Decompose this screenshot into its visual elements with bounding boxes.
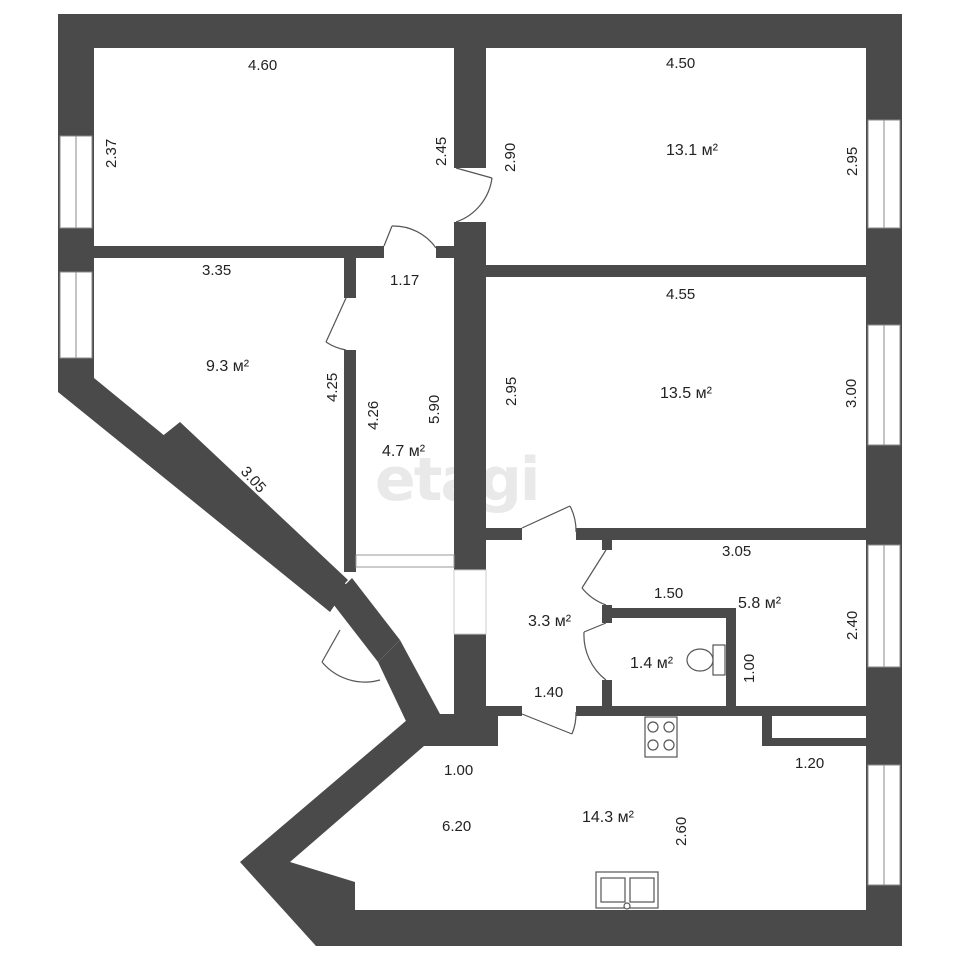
toilet-icon xyxy=(686,644,726,676)
dimension-label: 1.17 xyxy=(390,272,419,289)
dimension-label: 1.00 xyxy=(444,762,473,779)
door-icon xyxy=(325,297,347,351)
dimension-label: 3.05 xyxy=(722,543,751,560)
dimension-label: 1.50 xyxy=(654,585,683,602)
window-icon xyxy=(867,324,901,446)
room-area: 3.3 м² xyxy=(528,613,572,630)
dimension-label: 1.00 xyxy=(741,654,758,683)
window-icon xyxy=(867,764,901,886)
dimension-label: 1.40 xyxy=(534,684,563,701)
dimension-label: 4.55 xyxy=(666,286,695,303)
interior-walls xyxy=(94,14,866,746)
room-area: 4.7 м² xyxy=(382,443,426,460)
dimension-label: 2.95 xyxy=(844,147,861,176)
thresholds xyxy=(355,554,487,635)
room-area: 5.8 м² xyxy=(738,595,782,612)
dimension-label: 3.00 xyxy=(843,379,860,408)
door-icon xyxy=(321,629,381,683)
dimension-label: 2.45 xyxy=(433,137,450,166)
windows xyxy=(59,119,901,886)
dimension-label: 4.25 xyxy=(324,373,341,402)
dimension-label: 4.26 xyxy=(365,401,382,430)
dimension-label: 2.60 xyxy=(673,817,690,846)
window-icon xyxy=(867,119,901,229)
dimension-label: 4.60 xyxy=(248,57,277,74)
dimension-label: 2.37 xyxy=(103,139,120,168)
sink-icon xyxy=(595,871,659,910)
door-icon xyxy=(521,711,577,735)
room-area: 13.1 м² xyxy=(666,142,719,159)
door-icon xyxy=(383,225,437,249)
room-area: 9.3 м² xyxy=(206,358,250,375)
door-icon xyxy=(455,167,493,223)
window-icon xyxy=(59,135,93,229)
door-icon xyxy=(521,505,577,533)
dimension-label: 6.20 xyxy=(442,818,471,835)
dimension-label: 3.35 xyxy=(202,262,231,279)
door-icon xyxy=(581,549,607,606)
doors xyxy=(321,167,607,735)
window-icon xyxy=(867,544,901,668)
room-area: 13.5 м² xyxy=(660,385,713,402)
dimension-label: 1.20 xyxy=(795,755,824,772)
door-icon xyxy=(583,622,607,681)
dimension-label: 2.90 xyxy=(502,143,519,172)
window-icon xyxy=(59,271,93,359)
dimension-label: 2.40 xyxy=(844,611,861,640)
dimension-label: 5.90 xyxy=(426,395,443,424)
stove-icon xyxy=(644,716,678,758)
room-area: 14.3 м² xyxy=(582,809,635,826)
dimension-label: 2.95 xyxy=(503,377,520,406)
room-area: 1.4 м² xyxy=(630,655,674,672)
dimension-label: 4.50 xyxy=(666,55,695,72)
